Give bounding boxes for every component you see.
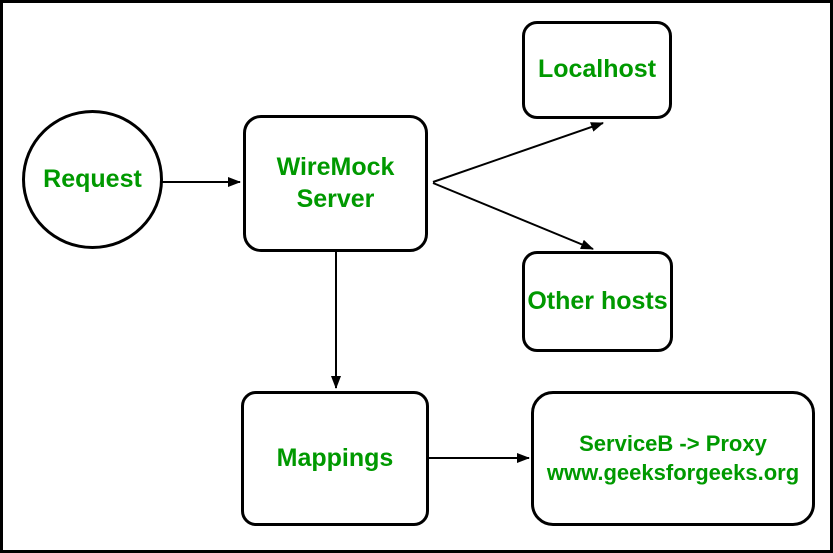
node-other-hosts-label: Other hosts <box>527 286 668 315</box>
node-localhost: Localhost <box>522 21 672 119</box>
node-serviceb-proxy-label-line2: www.geeksforgeeks.org <box>546 459 800 485</box>
node-wiremock-server-label-line2: Server <box>296 184 375 213</box>
arrow-wiremock-to-localhost <box>432 122 604 183</box>
node-request: Request <box>22 110 163 249</box>
node-mappings: Mappings <box>241 391 429 526</box>
arrow-wiremock-to-other-hosts <box>432 182 594 250</box>
node-wiremock-server-label-line1: WireMock <box>276 153 395 182</box>
node-wiremock-server: WireMock Server <box>243 115 428 252</box>
diagram-edges <box>160 122 604 463</box>
node-request-label: Request <box>43 164 142 193</box>
node-serviceb-proxy: ServiceB -> Proxy www.geeksforgeeks.org <box>531 391 815 526</box>
node-localhost-label: Localhost <box>537 55 657 84</box>
node-serviceb-proxy-label-line1: ServiceB -> Proxy <box>579 430 767 456</box>
node-mappings-label: Mappings <box>276 443 394 472</box>
node-other-hosts: Other hosts <box>522 251 673 352</box>
